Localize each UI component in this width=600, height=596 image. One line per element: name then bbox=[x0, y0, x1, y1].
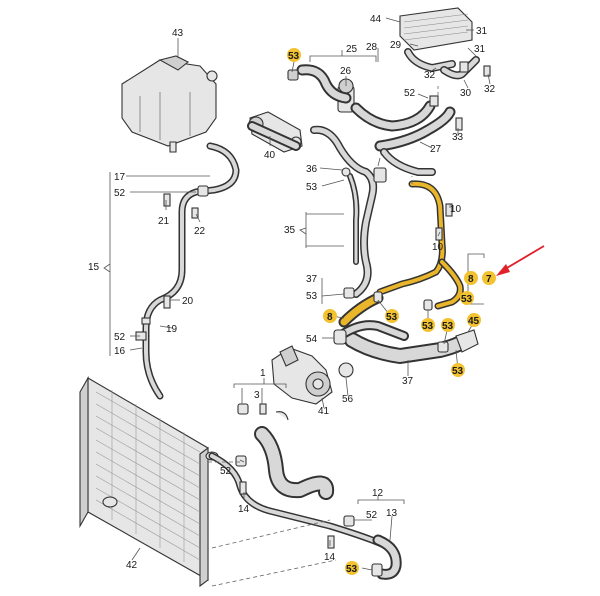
label-29: 29 bbox=[390, 40, 402, 51]
label-17: 17 bbox=[114, 172, 126, 183]
label-26: 26 bbox=[340, 66, 352, 77]
expansion-tank bbox=[121, 55, 218, 153]
label-52c: 52 bbox=[114, 332, 126, 343]
label-53h: 53 bbox=[452, 366, 464, 377]
label-19: 19 bbox=[166, 324, 178, 335]
label-54: 54 bbox=[306, 334, 318, 345]
label-53c: 53 bbox=[306, 291, 318, 302]
label-44: 44 bbox=[370, 14, 382, 25]
label-31: 31 bbox=[476, 26, 488, 37]
radiator bbox=[79, 375, 219, 588]
label-10b: 10 bbox=[432, 242, 444, 253]
label-52e: 52 bbox=[366, 510, 378, 521]
label-22: 22 bbox=[194, 226, 206, 237]
label-14b: 14 bbox=[324, 552, 336, 563]
callout-labels: 44 31 29 28 25 31 32 30 32 43 53 26 52 2… bbox=[88, 14, 496, 575]
clamps-and-sensors bbox=[135, 61, 491, 577]
label-14a: 14 bbox=[238, 504, 250, 515]
label-36: 36 bbox=[306, 164, 318, 175]
red-indicator-arrow bbox=[496, 245, 545, 276]
label-52b: 52 bbox=[114, 188, 126, 199]
label-53a: 53 bbox=[288, 51, 300, 62]
highlighted-hose-8 bbox=[338, 292, 384, 328]
oil-cooler bbox=[399, 7, 473, 51]
label-42: 42 bbox=[126, 560, 138, 571]
label-32b: 32 bbox=[484, 84, 496, 95]
label-35: 35 bbox=[284, 225, 296, 236]
label-43: 43 bbox=[172, 28, 184, 39]
label-3: 3 bbox=[254, 390, 260, 401]
label-40: 40 bbox=[264, 150, 276, 161]
label-53e: 53 bbox=[386, 312, 398, 323]
label-52d: 52 bbox=[220, 466, 232, 477]
label-53b: 53 bbox=[306, 182, 318, 193]
label-53i: 53 bbox=[346, 564, 358, 575]
label-28: 28 bbox=[366, 42, 378, 53]
label-30: 30 bbox=[460, 88, 472, 99]
label-41: 41 bbox=[318, 406, 330, 417]
label-7: 7 bbox=[486, 274, 492, 285]
label-21: 21 bbox=[158, 216, 170, 227]
label-56: 56 bbox=[342, 394, 354, 405]
highlighted-hose-7 bbox=[376, 180, 464, 310]
label-8a: 8 bbox=[468, 274, 474, 285]
highlight-markers bbox=[287, 48, 496, 575]
dashed-guide-lines bbox=[208, 86, 439, 587]
label-8b: 8 bbox=[327, 312, 333, 323]
label-45: 45 bbox=[468, 316, 480, 327]
label-15: 15 bbox=[88, 262, 100, 273]
label-33: 33 bbox=[452, 132, 464, 143]
label-52a: 52 bbox=[404, 88, 416, 99]
label-25: 25 bbox=[346, 44, 358, 55]
label-20: 20 bbox=[182, 296, 194, 307]
label-1: 1 bbox=[260, 368, 266, 379]
label-32a: 32 bbox=[424, 70, 436, 81]
label-27: 27 bbox=[430, 144, 442, 155]
label-16: 16 bbox=[114, 346, 126, 357]
label-37a: 37 bbox=[306, 274, 318, 285]
label-53d: 53 bbox=[461, 294, 473, 305]
label-12: 12 bbox=[372, 488, 384, 499]
label-13: 13 bbox=[386, 508, 398, 519]
label-10a: 10 bbox=[450, 204, 462, 215]
label-53g: 53 bbox=[442, 321, 454, 332]
label-31b: 31 bbox=[474, 44, 486, 55]
label-53f: 53 bbox=[422, 321, 434, 332]
coolant-pump bbox=[271, 345, 333, 405]
label-37b: 37 bbox=[402, 376, 414, 387]
